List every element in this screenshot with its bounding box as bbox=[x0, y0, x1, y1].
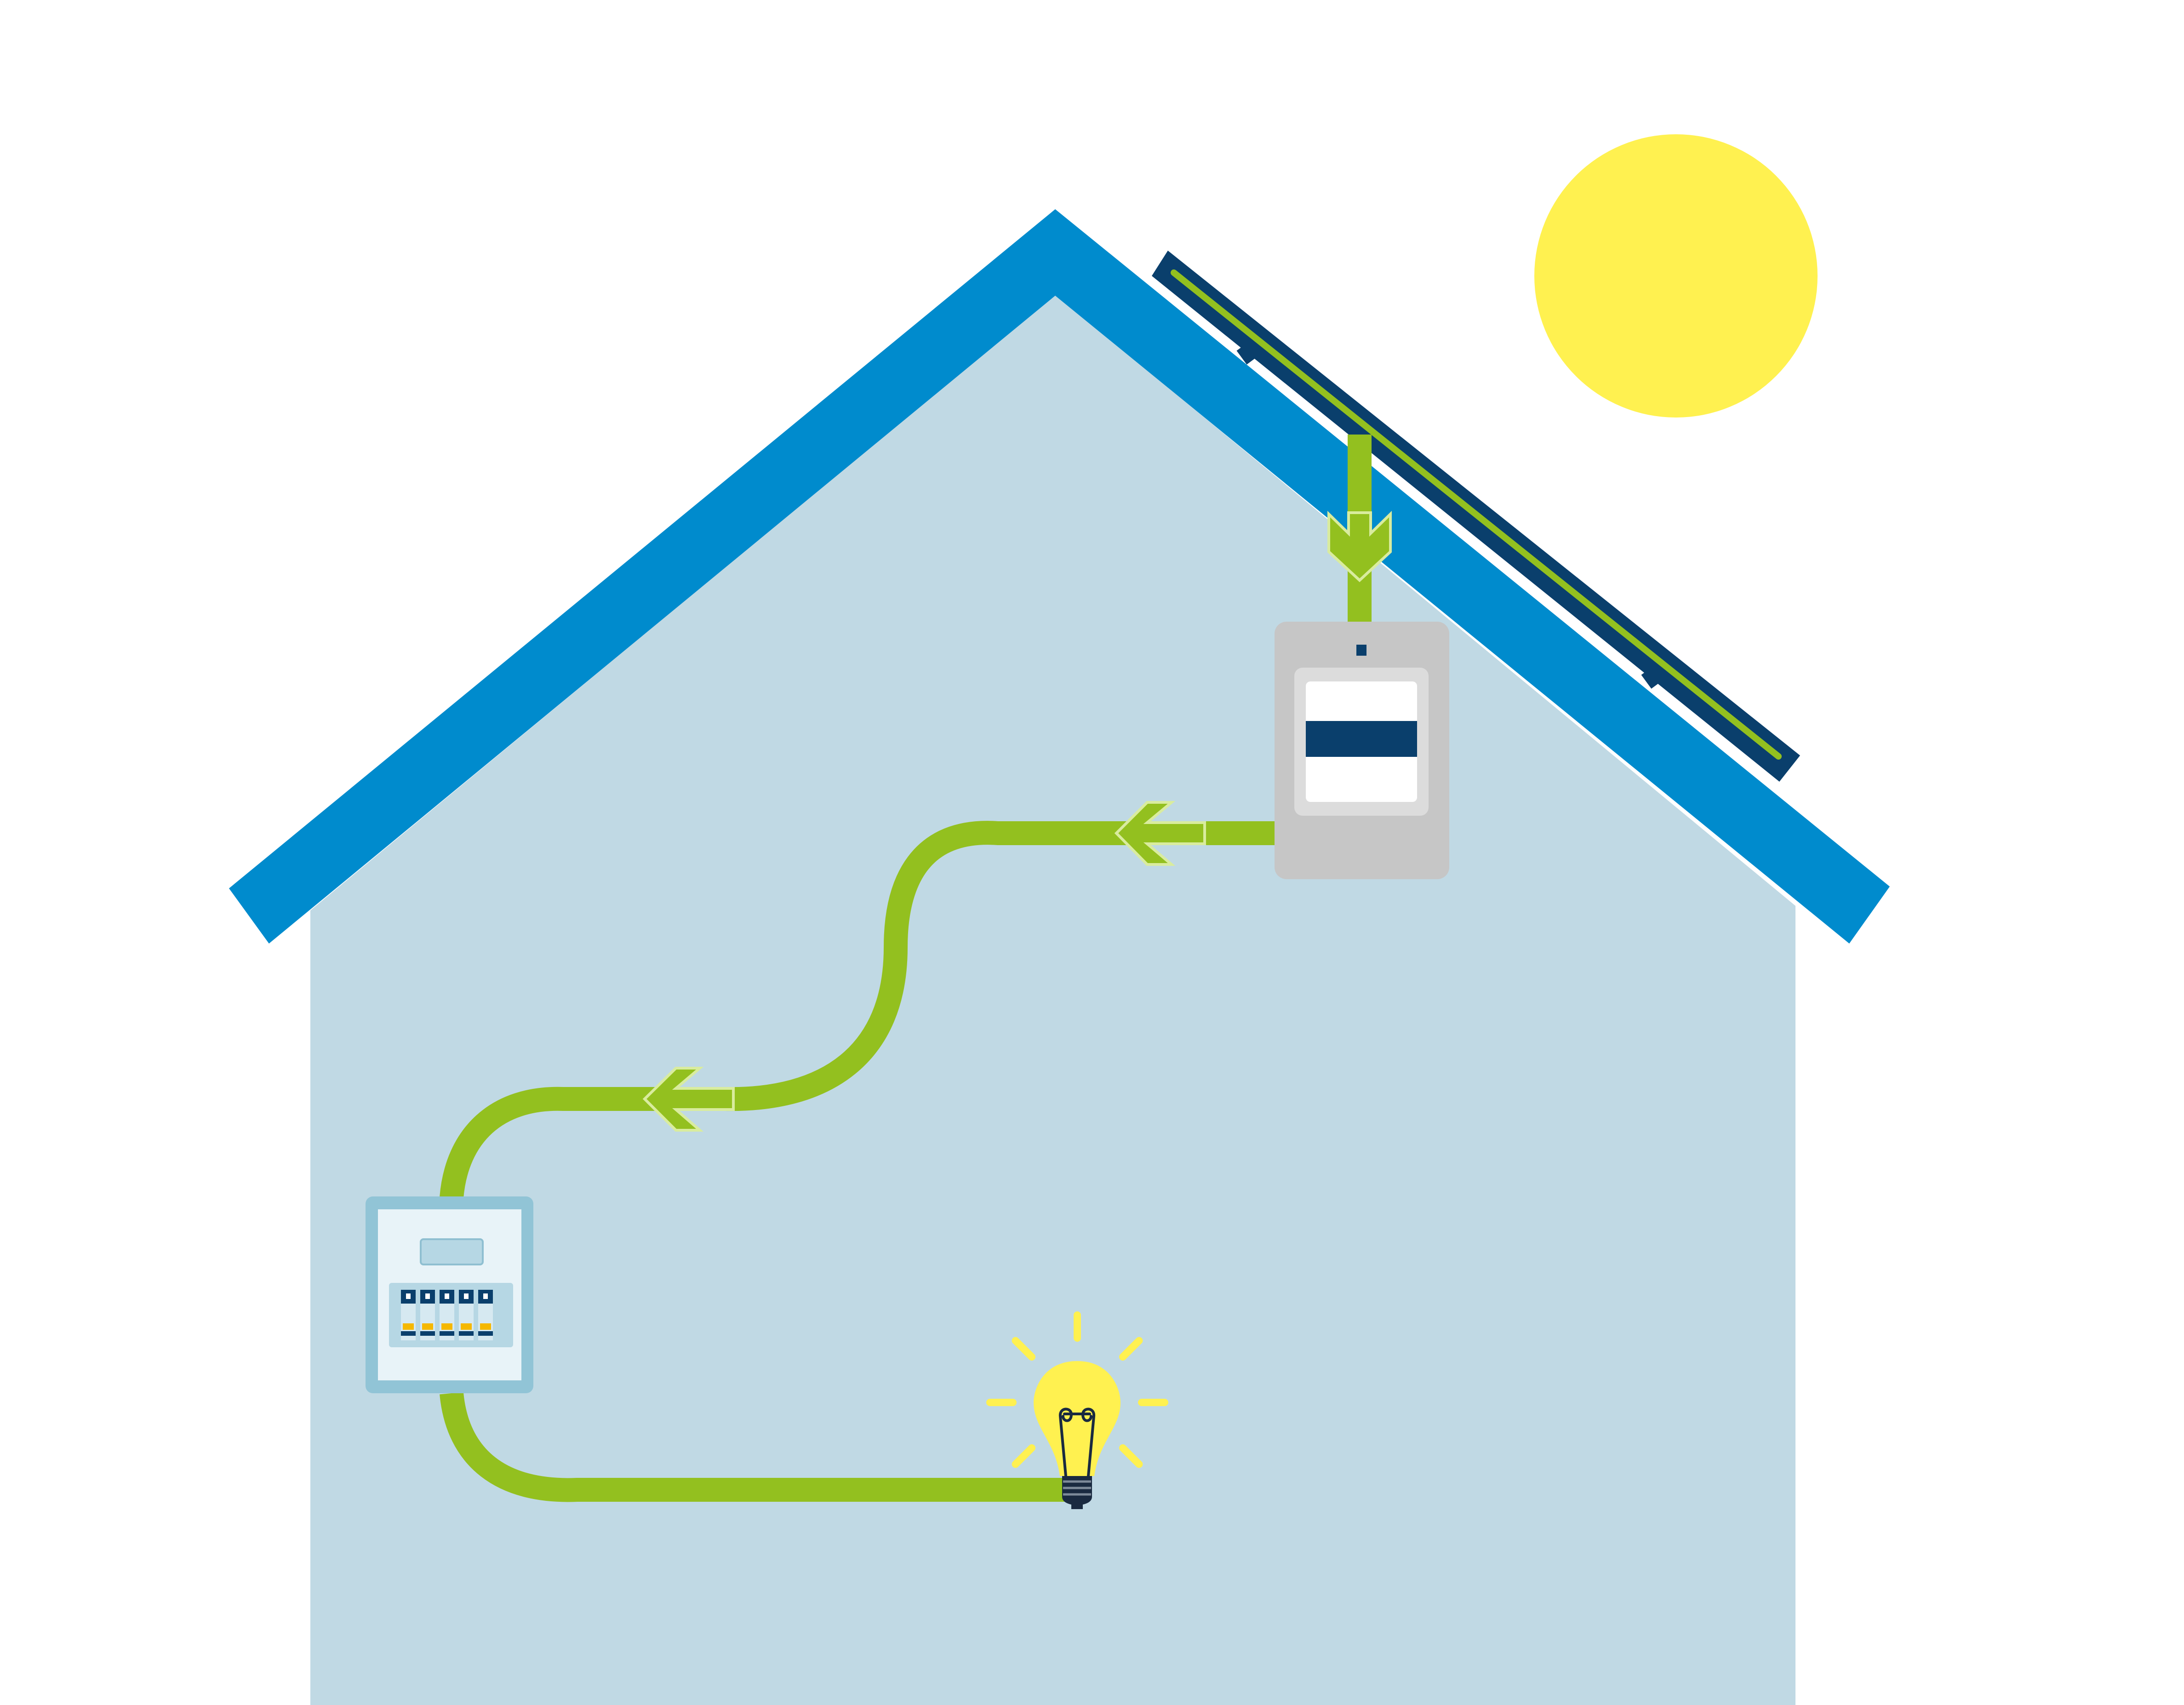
light-rays bbox=[986, 1311, 1168, 1468]
flow-inverter-to-board bbox=[440, 821, 1275, 1199]
breaker-switch bbox=[478, 1290, 493, 1340]
fuse-box-icon bbox=[366, 1196, 533, 1393]
arrow-left-icon bbox=[1114, 801, 1206, 866]
breaker-switch bbox=[459, 1290, 474, 1340]
distribution-board-label bbox=[420, 1238, 484, 1265]
breakers bbox=[401, 1290, 493, 1340]
bulb-filament bbox=[1059, 1407, 1095, 1477]
bulb-glass bbox=[1034, 1361, 1121, 1476]
solar-panel-cell bbox=[1171, 269, 1782, 760]
bulb-base-ribs bbox=[1063, 1480, 1091, 1496]
light-bulb-icon bbox=[986, 1311, 1168, 1509]
breaker-switch bbox=[420, 1290, 435, 1340]
arrow-down-icon bbox=[1327, 510, 1392, 583]
inverter-display bbox=[1306, 721, 1417, 757]
inverter-led bbox=[1356, 645, 1366, 656]
sun-icon bbox=[1534, 134, 1818, 418]
light-ray bbox=[1012, 1337, 1035, 1361]
inverter-icon bbox=[1275, 622, 1449, 879]
flow-arrows bbox=[642, 510, 1392, 1132]
breaker-switch bbox=[440, 1290, 454, 1340]
light-ray bbox=[1119, 1444, 1143, 1468]
bulb-base bbox=[1062, 1476, 1092, 1509]
flow-board-to-bulb bbox=[440, 1392, 1078, 1502]
light-ray bbox=[1119, 1337, 1143, 1361]
arrow-left-icon bbox=[642, 1067, 735, 1132]
light-ray bbox=[1012, 1444, 1035, 1468]
breaker-switch bbox=[401, 1290, 416, 1340]
solar-panel-icon bbox=[1152, 251, 1800, 782]
